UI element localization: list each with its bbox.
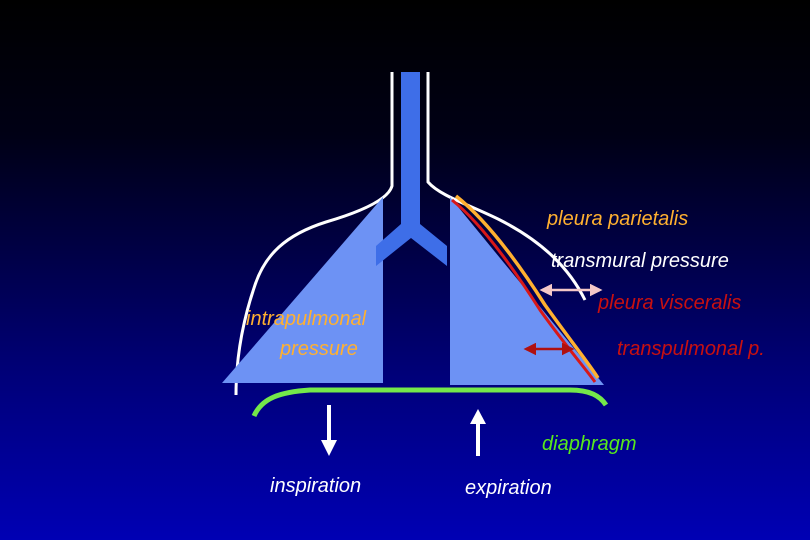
transmural-pressure-label: transmural pressure — [551, 250, 729, 272]
diaphragm-curve — [251, 387, 609, 418]
trachea — [376, 72, 447, 266]
chest-wall-outline-right — [426, 72, 587, 301]
pleura-visceralis-label: pleura visceralis — [598, 292, 742, 314]
diaphragm-label: diaphragm — [542, 433, 637, 455]
inspiration-label: inspiration — [270, 475, 362, 497]
intrapulmonal-label: intrapulmonal — [246, 308, 367, 330]
transpulmonal-pressure-label: transpulmonal p. — [617, 338, 765, 360]
pleura-parietalis-line — [454, 194, 600, 379]
chest-wall-outline — [234, 72, 394, 396]
intrapulmonal-pressure-label: pressure — [280, 338, 358, 360]
pleura-visceralis-line — [451, 198, 597, 383]
left-lung — [222, 197, 383, 383]
pleura-parietalis-label: pleura parietalis — [547, 208, 689, 230]
expiration-arrow — [470, 409, 486, 456]
expiration-label: expiration — [465, 477, 552, 499]
inspiration-arrow — [321, 405, 337, 456]
